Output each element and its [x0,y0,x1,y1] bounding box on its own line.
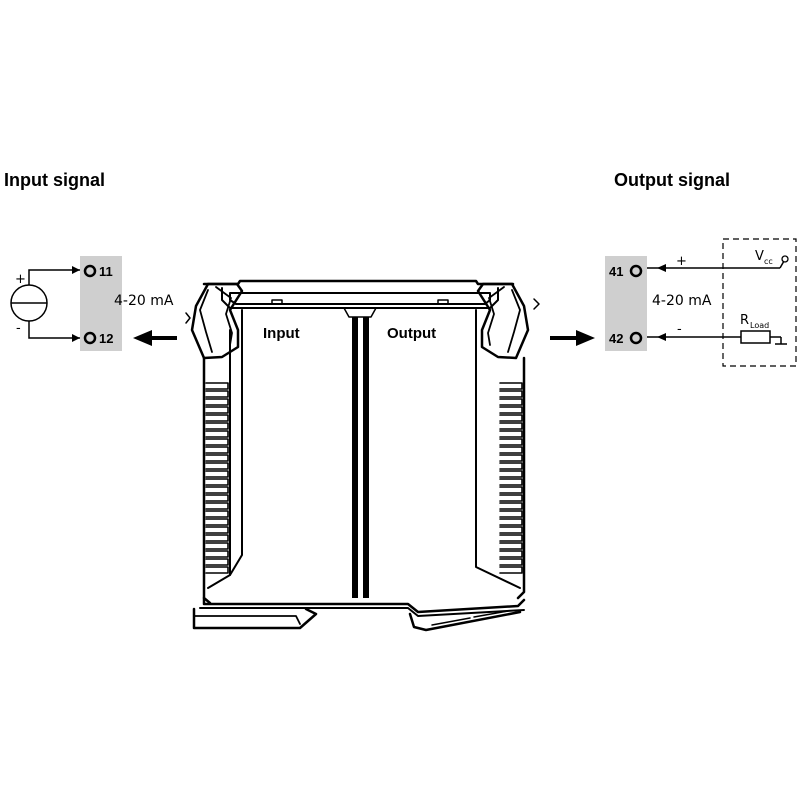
input-wire-top-arrowhead-icon [72,266,80,274]
input-wire-bottom-arrowhead-icon [72,334,80,342]
output-direction-arrow-icon [576,330,595,346]
right-terminal-clamp [476,282,530,360]
output-minus-sign: - [677,322,682,337]
din-rail-clip-right [408,610,522,632]
rload-subscript: Load [750,321,769,330]
din-rail-clip-left [192,607,318,630]
input-minus-sign: - [16,321,21,336]
left-vent-slots [205,382,229,574]
rload-label: R [740,313,749,328]
terminal-42-screw-icon [629,331,643,345]
terminal-42-label: 42 [609,331,623,346]
load-resistor-icon [740,330,771,344]
input-current-range: 4-20 mA [114,293,174,309]
center-separator-bar-left [352,317,358,598]
module-input-label: Input [263,325,300,342]
input-terminal-block: 11 12 [80,256,122,351]
right-vent-slots [499,382,523,574]
left-terminal-clamp [190,282,244,360]
vcc-label: V [755,249,764,264]
input-signal-title: Input signal [4,170,105,190]
vcc-subscript: cc [764,257,773,266]
output-wire-top-arrowhead-icon [657,264,666,272]
terminal-11-label: 11 [99,264,113,279]
output-signal-title: Output signal [614,170,730,190]
din-rail-module [185,279,540,632]
module-base [202,596,526,614]
input-plus-sign: + [15,272,26,287]
terminal-41-label: 41 [609,264,623,279]
terminal-12-screw-icon [83,331,97,345]
center-separator-bar-right [363,317,369,598]
terminal-41-screw-icon [629,264,643,278]
module-top-cover [202,279,515,286]
output-plus-sign: + [676,254,687,269]
terminal-12-label: 12 [99,331,113,346]
terminal-11-screw-icon [83,264,97,278]
input-direction-arrow-icon [133,330,152,346]
vcc-terminal-icon [781,255,789,263]
output-terminal-block: 41 42 [605,256,647,351]
output-current-range: 4-20 mA [652,293,712,309]
current-source [10,269,80,339]
module-output-label: Output [387,325,436,342]
output-wire-bottom-arrowhead-icon [657,333,666,341]
